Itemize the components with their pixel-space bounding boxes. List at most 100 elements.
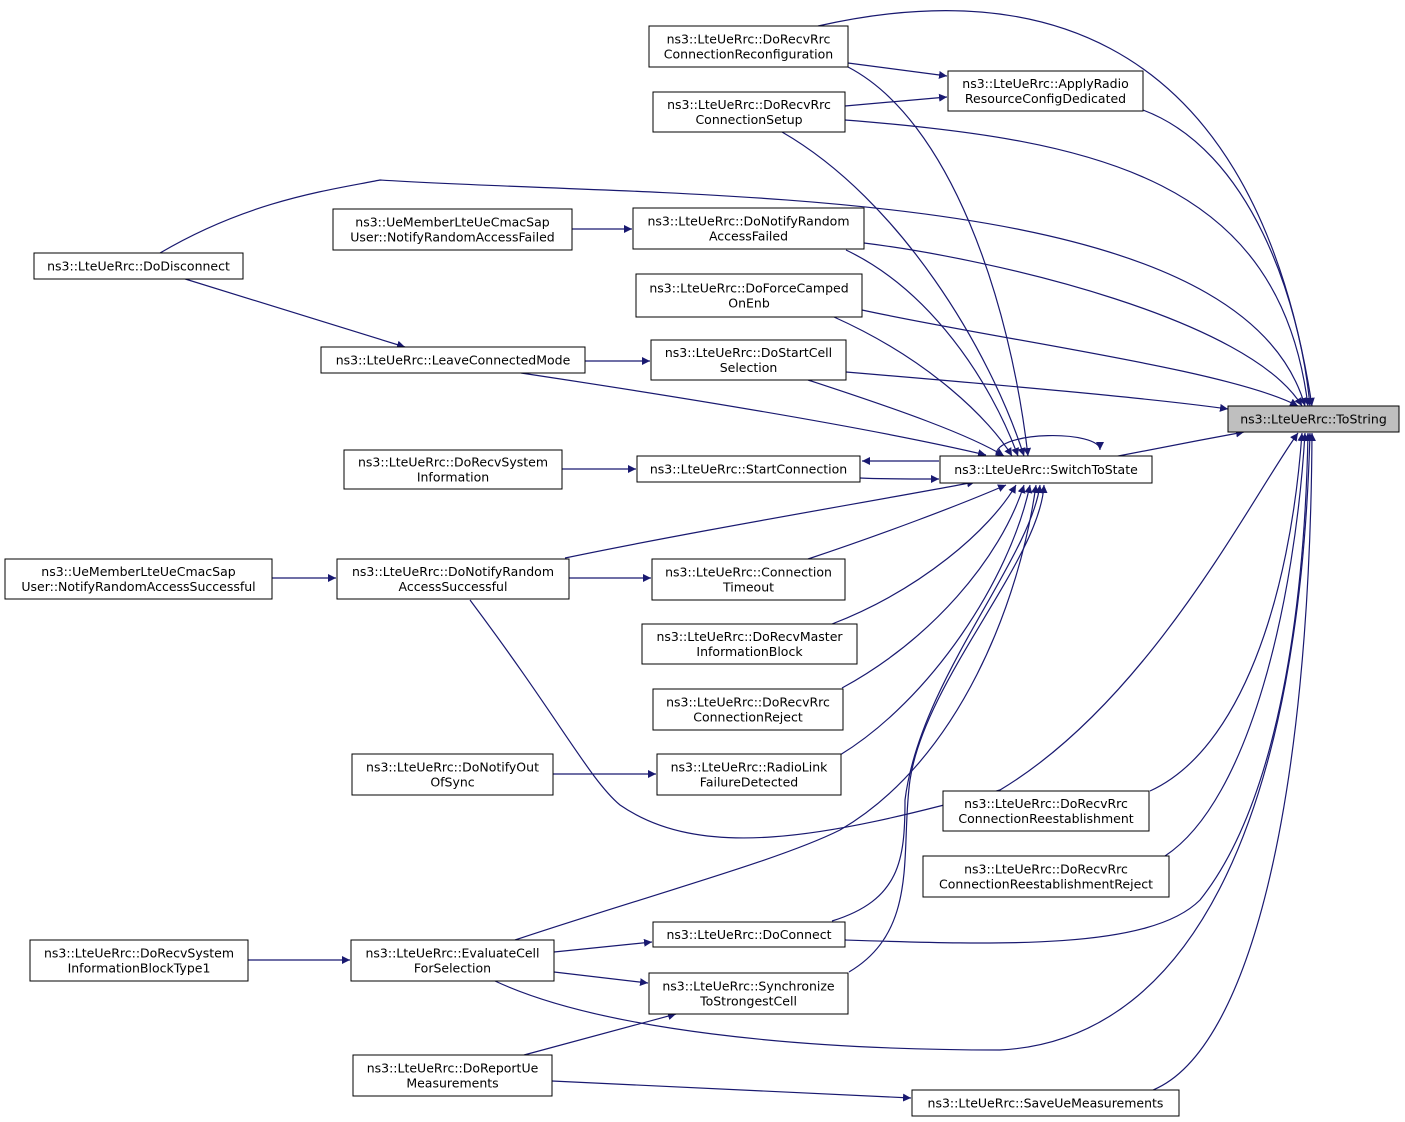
edge-report-meas-to-save-meas <box>551 1080 912 1102</box>
node-label-line: ns3::LteUeRrc::DoStartCell <box>665 345 832 360</box>
node-box <box>350 939 555 982</box>
node-box <box>336 558 570 600</box>
node-box <box>652 688 844 731</box>
edge-eval-cell-to-sync-strongest <box>553 971 649 987</box>
node-recv-reest-reject[interactable]: ns3::LteUeRrc::DoRecvRrcConnectionReesta… <box>922 855 1170 898</box>
edge-recv-reconfig-to-tostring <box>817 10 1315 407</box>
node-box <box>1227 405 1400 433</box>
node-cmac-success[interactable]: ns3::UeMemberLteUeCmacSapUser::NotifyRan… <box>4 558 273 600</box>
node-label-line: User::NotifyRandomAccessSuccessful <box>21 579 255 594</box>
node-box <box>351 753 554 796</box>
node-label-line: ConnectionReconfiguration <box>664 47 833 62</box>
edge-switch-to-tostring <box>1112 429 1245 458</box>
node-disconnect[interactable]: ns3::LteUeRrc::DoDisconnect <box>33 252 244 280</box>
edge-notify-failed-to-tostring <box>863 242 1303 407</box>
node-label-line: ns3::LteUeRrc::StartConnection <box>650 462 847 477</box>
edge-do-connect-to-tostring <box>844 432 1312 944</box>
edge-notify-success-to-tostring <box>469 432 1299 839</box>
node-label-line: OfSync <box>430 775 474 790</box>
node-label-line: Measurements <box>406 1076 498 1091</box>
edge-switch-self-loop <box>995 434 1104 456</box>
edge-recv-setup-to-switch <box>781 131 1026 457</box>
edge-start-cell-to-switch <box>807 379 1005 457</box>
node-switchtostate[interactable]: ns3::LteUeRrc::SwitchToState <box>939 455 1153 484</box>
node-label-line: ns3::LteUeRrc::EvaluateCell <box>365 946 539 961</box>
node-leave-connected[interactable]: ns3::LteUeRrc::LeaveConnectedMode <box>320 346 586 374</box>
node-recv-reest[interactable]: ns3::LteUeRrc::DoRecvRrcConnectionReesta… <box>942 790 1150 832</box>
node-apply-radio[interactable]: ns3::LteUeRrc::ApplyRadioResourceConfigD… <box>947 70 1144 112</box>
edge-notify-success-to-switch <box>564 479 976 559</box>
node-save-meas[interactable]: ns3::LteUeRrc::SaveUeMeasurements <box>911 1089 1180 1117</box>
node-label-line: ns3::LteUeRrc::ApplyRadio <box>962 76 1128 91</box>
node-box <box>635 273 863 318</box>
node-label-line: InformationBlockType1 <box>68 961 211 976</box>
edge-recv-reest-to-tostring <box>1149 432 1306 792</box>
node-label-line: OnEnb <box>728 296 770 311</box>
edge-recv-mib-to-switch <box>831 484 1017 625</box>
edge-apply-radio-to-tostring <box>1142 109 1314 407</box>
node-box <box>947 70 1144 112</box>
node-label-line: ConnectionSetup <box>695 112 802 127</box>
node-notify-failed[interactable]: ns3::LteUeRrc::DoNotifyRandomAccessFaile… <box>632 207 865 250</box>
node-label-line: ns3::UeMemberLteUeCmacSap <box>355 215 549 230</box>
edge-notify-failed-to-switch <box>845 249 1019 457</box>
edge-start-connection-to-switch <box>859 474 940 483</box>
node-box <box>632 207 865 250</box>
edge-disconnect-to-tostring <box>159 179 1307 407</box>
node-label-line: ns3::LteUeRrc::SwitchToState <box>954 462 1138 477</box>
node-start-connection[interactable]: ns3::LteUeRrc::StartConnection <box>636 455 861 483</box>
edge-save-meas-to-tostring <box>1152 432 1316 1091</box>
node-tostring[interactable]: ns3::LteUeRrc::ToString <box>1227 405 1400 433</box>
node-box <box>4 558 273 600</box>
node-sync-strongest[interactable]: ns3::LteUeRrc::SynchronizeToStrongestCel… <box>648 972 849 1015</box>
node-label-line: ns3::LteUeRrc::DoDisconnect <box>47 259 230 274</box>
node-do-connect[interactable]: ns3::LteUeRrc::DoConnect <box>652 921 846 948</box>
node-label-line: ConnectionReestablishment <box>958 811 1133 826</box>
node-label-line: Information <box>417 470 489 485</box>
node-box <box>636 455 861 483</box>
node-box <box>651 558 846 601</box>
node-label-line: ns3::LteUeRrc::DoNotifyOut <box>366 760 539 775</box>
node-label-line: ns3::LteUeRrc::DoRecvRrc <box>964 796 1128 811</box>
node-recv-sib1[interactable]: ns3::LteUeRrc::DoRecvSystemInformationBl… <box>29 939 249 982</box>
edge-recv-reject-to-switch <box>841 484 1026 689</box>
node-box <box>29 939 249 982</box>
node-label-line: ConnectionReestablishmentReject <box>939 877 1153 892</box>
edge-sync-strongest-to-switch <box>848 484 1048 973</box>
node-box <box>652 91 846 133</box>
node-label-line: ns3::LteUeRrc::DoConnect <box>666 927 831 942</box>
node-notify-success[interactable]: ns3::LteUeRrc::DoNotifyRandomAccessSucce… <box>336 558 570 600</box>
node-cmac-failed[interactable]: ns3::UeMemberLteUeCmacSapUser::NotifyRan… <box>332 208 573 251</box>
edge-report-meas-to-sync-strongest <box>523 1012 677 1056</box>
node-label-line: ForSelection <box>414 961 491 976</box>
node-label-line: ns3::LteUeRrc::DoRecvRrc <box>667 32 831 47</box>
node-layer: ns3::LteUeRrc::ToStringns3::LteUeRrc::Sw… <box>4 25 1400 1117</box>
edge-recv-reconfig-to-switch <box>847 66 1032 457</box>
edge-recv-reconfig-to-apply-radio <box>847 62 948 79</box>
node-box <box>33 252 244 280</box>
node-box <box>939 455 1153 484</box>
node-recv-reconfig[interactable]: ns3::LteUeRrc::DoRecvRrcConnectionReconf… <box>648 25 849 68</box>
node-label-line: ns3::LteUeRrc::DoRecvSystem <box>44 946 234 961</box>
node-label-line: ResourceConfigDedicated <box>965 91 1126 106</box>
node-box <box>343 449 563 490</box>
edge-force-camped-to-tostring <box>861 309 1299 407</box>
node-recv-mib[interactable]: ns3::LteUeRrc::DoRecvMasterInformationBl… <box>641 623 858 665</box>
node-box <box>656 753 842 796</box>
edge-eval-cell-to-switch <box>514 484 1039 941</box>
edge-recv-reest-reject-to-tostring <box>1164 432 1309 857</box>
node-label-line: ConnectionReject <box>693 710 803 725</box>
node-label-line: AccessSuccessful <box>399 579 508 594</box>
node-label-line: InformationBlock <box>696 644 803 659</box>
